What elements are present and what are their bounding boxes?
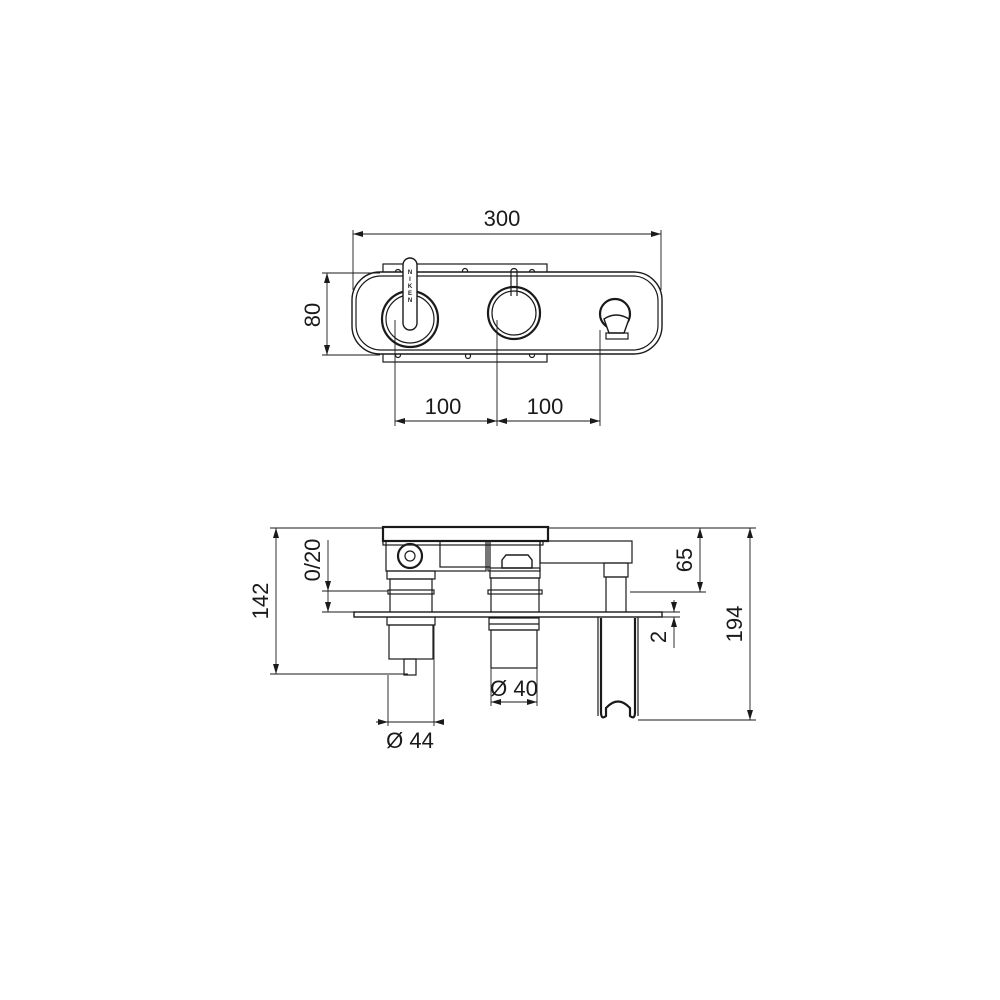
- side-cover-strip: [381, 525, 550, 543]
- svg-text:N: N: [408, 298, 412, 304]
- dim-spacing: 100 100: [394, 320, 601, 426]
- left-valve: [386, 542, 436, 676]
- wall-plate: [353, 611, 663, 618]
- side-depth-label: 142: [248, 583, 273, 620]
- dim-side-adjust: 0/20: [300, 539, 388, 613]
- dim-diameter-left: Ø 44: [376, 625, 444, 753]
- brand-logo: N I K E N: [408, 270, 413, 304]
- svg-text:N: N: [408, 270, 412, 276]
- side-view: 142 0/20 194 65: [248, 525, 756, 753]
- dim-diameter-right: Ø 40: [490, 668, 538, 706]
- right-valve: [487, 554, 543, 669]
- spacing-left-label: 100: [425, 394, 462, 419]
- left-lever: [402, 257, 418, 331]
- dim-side-spout: 65: [630, 528, 706, 593]
- front-view: N I K E N 300: [300, 206, 663, 426]
- dim-front-height: 80: [300, 272, 380, 356]
- diameter-left-label: Ø 44: [386, 728, 434, 753]
- diameter-right-label: Ø 40: [490, 676, 538, 701]
- center-knob: [486, 267, 542, 341]
- dim-side-total: 194: [548, 527, 756, 721]
- cover-plate: [351, 271, 663, 355]
- dim-plate-thickness: 2: [646, 600, 680, 648]
- spacing-right-label: 100: [527, 394, 564, 419]
- side-total-label: 194: [722, 606, 747, 643]
- plate-thickness-label: 2: [646, 631, 671, 643]
- front-height-label: 80: [300, 303, 325, 327]
- dim-front-width: 300: [352, 206, 662, 290]
- spout-arm: [539, 540, 633, 564]
- dim-side-depth: 142: [248, 527, 408, 675]
- side-adjust-label: 0/20: [300, 539, 325, 582]
- front-width-label: 300: [484, 206, 521, 231]
- svg-text:K: K: [408, 284, 413, 290]
- right-outlet: [598, 297, 632, 340]
- left-knob: N I K E N: [380, 257, 440, 349]
- hose-holder: [597, 617, 639, 719]
- svg-text:I: I: [409, 277, 411, 283]
- svg-text:E: E: [408, 291, 412, 297]
- side-spout-label: 65: [672, 548, 697, 572]
